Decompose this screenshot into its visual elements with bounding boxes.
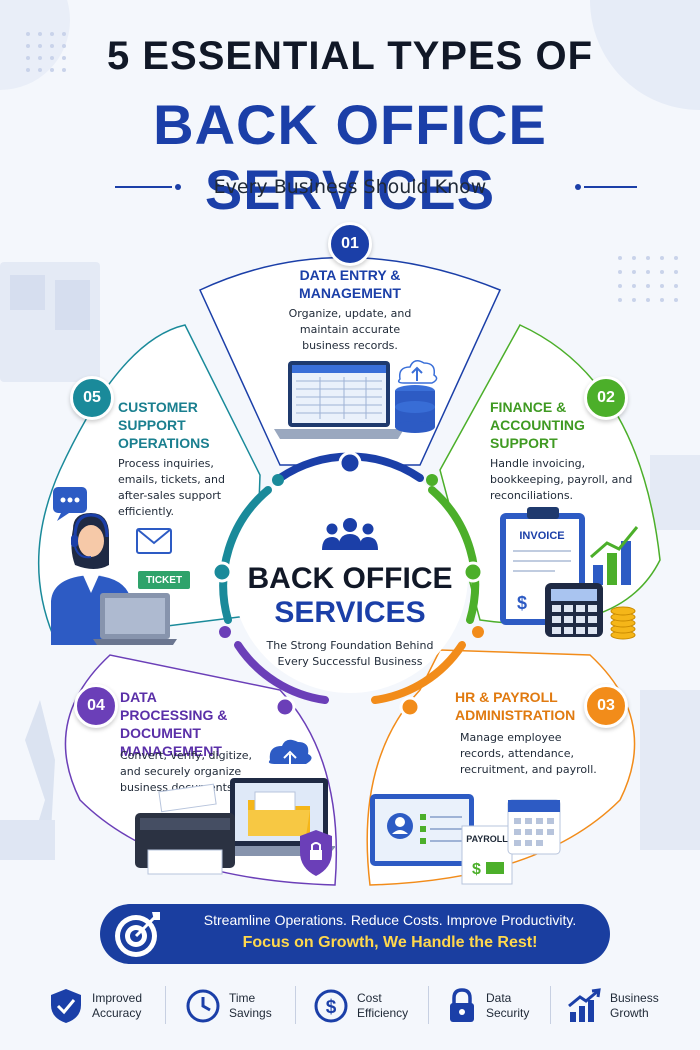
team-icon [322,518,378,550]
svg-text:$: $ [326,997,337,1018]
cta-banner [100,904,610,964]
svg-text:$: $ [517,593,527,613]
dollar-icon: $ [314,989,348,1023]
hub-title-line-1: BACK OFFICE [247,562,453,595]
divider [550,986,551,1024]
clock-icon [186,989,220,1023]
benefit-time-savings: Time Savings [185,984,299,1028]
benefit-label: Time Savings [229,991,272,1020]
hub-description: The Strong Foundation Behind Every Succe… [266,639,434,668]
service-description-02: Handle invoicing, bookkeeping, payroll, … [490,457,633,502]
service-description-01: Organize, update, and maintain accurate … [288,307,412,352]
payroll-label: PAYROLL [466,834,508,844]
ticket-label: TICKET [138,571,190,589]
service-number-04: 04 [74,684,118,728]
invoice-calculator-icon: INVOICE $ [500,507,639,640]
divider [165,986,166,1024]
service-description-03: Manage employee records, attendance, rec… [460,731,597,776]
benefit-label: Improved Accuracy [92,991,143,1020]
service-number-03: 03 [584,684,628,728]
benefit-label: Business Growth [610,991,659,1020]
banner-line-1: Streamline Operations. Reduce Costs. Imp… [203,912,577,928]
benefit-label: Data Security [486,991,530,1020]
service-title-02: Finance & Accounting Support [490,399,585,451]
divider [295,986,296,1024]
shield-check-icon [51,989,81,1023]
divider [428,986,429,1024]
benefit-data-security: Data Security [446,984,556,1028]
printer-folder-icon [135,739,335,876]
payroll-calendar-icon: PAYROLL $ [370,794,561,885]
service-number-01: 01 [328,222,372,266]
subtitle: Every Business Should Know [213,176,487,198]
service-title-05: Customer Support Operations [118,399,210,451]
service-number-05: 05 [70,376,114,420]
svg-text:$: $ [472,861,481,878]
title-line-1: 5 ESSENTIAL TYPES OF [106,34,594,78]
service-title-03: HR & Payroll Administration [455,689,576,723]
laptop-database-icon [274,360,438,439]
benefit-business-growth: Business Growth [566,984,680,1028]
benefit-improved-accuracy: Improved Accuracy [48,984,162,1028]
lock-icon [450,988,474,1022]
growth-chart-icon [568,988,601,1022]
title-line-2: BACK OFFICE SERVICES [153,93,547,221]
service-title-04: Data Processing & Document Management [120,689,228,759]
banner-line-2: Focus on Growth, We Handle the Rest! [242,934,538,951]
invoice-label: INVOICE [519,530,564,542]
service-number-02: 02 [584,376,628,420]
headset-agent-icon [51,487,177,645]
service-description-05: Process inquiries, emails, tickets, and … [118,457,225,518]
benefit-cost-efficiency: $ Cost Efficiency [313,984,427,1028]
service-title-01: Data Entry & Management [299,267,401,301]
benefit-label: Cost Efficiency [357,991,409,1020]
hub-title-line-2: SERVICES [274,596,426,629]
target-icon [115,912,160,957]
